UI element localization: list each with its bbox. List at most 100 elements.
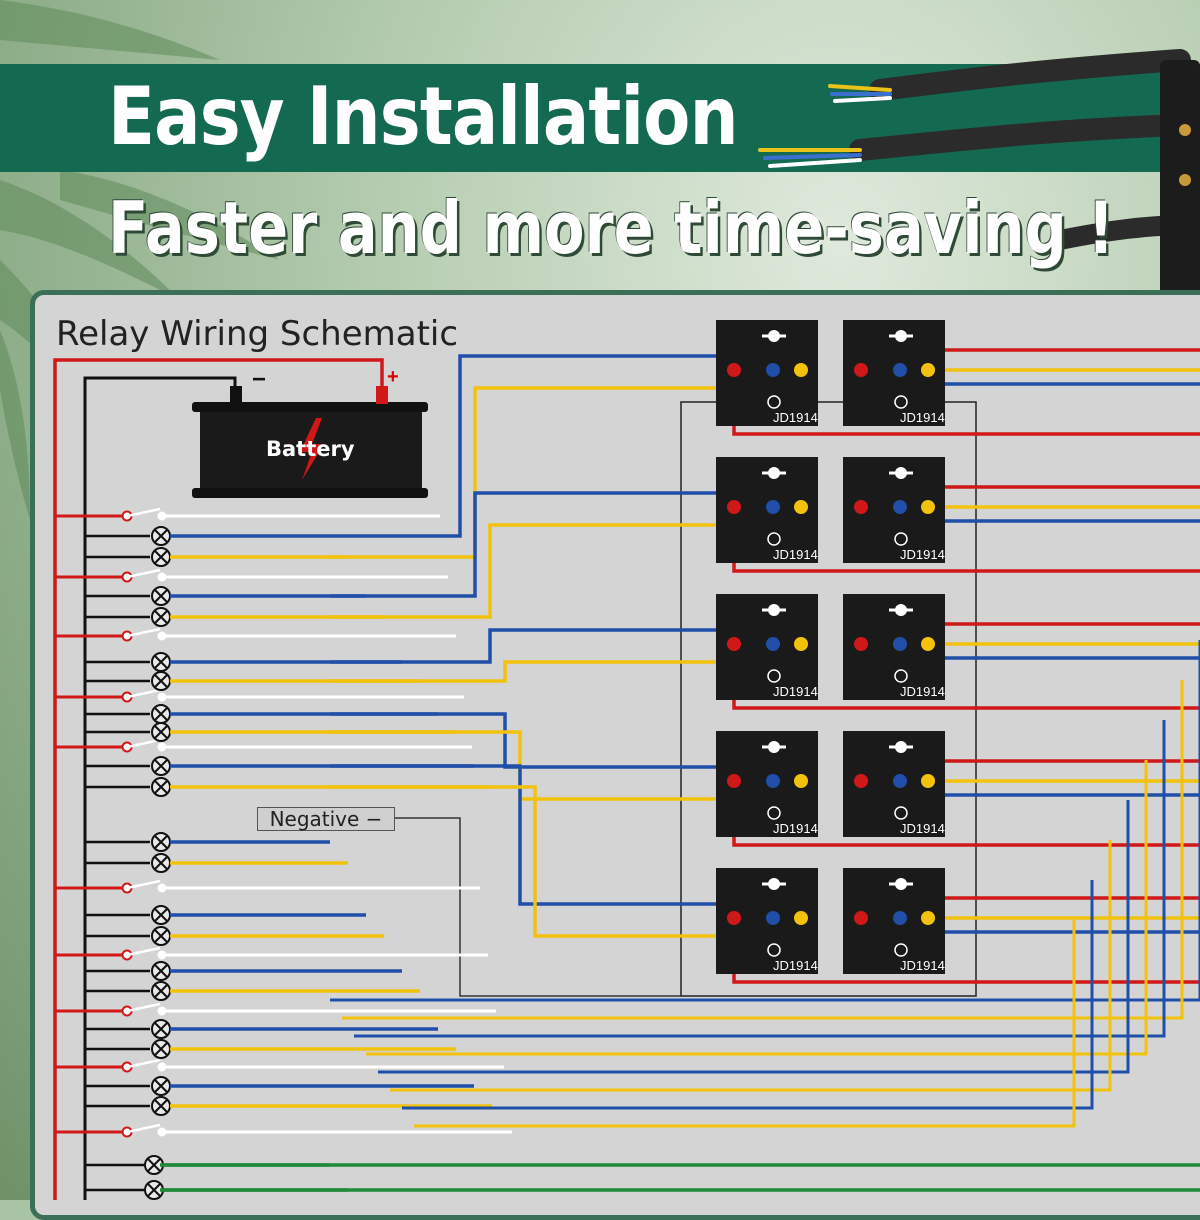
- return-wire: [378, 800, 1130, 1074]
- relay-pin-85: [893, 363, 907, 377]
- relay-pin-87a: [767, 395, 781, 409]
- schematic-title: Relay Wiring Schematic: [56, 314, 459, 354]
- relay-pin-30: [854, 911, 868, 925]
- switch-lever: [126, 879, 161, 890]
- relay-pin-86: [895, 741, 907, 753]
- lamp-symbol: [151, 671, 171, 691]
- relay-signal-wire: [330, 491, 775, 598]
- switch-lever: [126, 688, 161, 699]
- lamp-symbol: [151, 586, 171, 606]
- return-wire: [390, 840, 1112, 1092]
- switch-lever: [126, 1002, 161, 1013]
- switch-lever: [126, 946, 161, 957]
- lamp-symbol: [151, 704, 171, 724]
- lamp-symbol: [151, 853, 171, 873]
- negative-bus-wire: [375, 817, 681, 997]
- relay-pin-30: [727, 500, 741, 514]
- relay-pin-86: [768, 741, 780, 753]
- relay-pin-85: [893, 911, 907, 925]
- negative-label: Negative −: [257, 807, 395, 831]
- wire-harness-image: [758, 49, 1200, 310]
- relay-pin-86: [895, 467, 907, 479]
- page-title: Easy Installation: [108, 70, 739, 163]
- battery-positive-terminal: [376, 386, 388, 404]
- relay-pin-85: [766, 911, 780, 925]
- relay-model-label: JD1914: [773, 684, 818, 699]
- lamp-symbol: [151, 926, 171, 946]
- relay-pin-87a: [767, 669, 781, 683]
- relay-pin-87a: [894, 943, 908, 957]
- switch-contact: [157, 1127, 167, 1137]
- relay-pin-86: [895, 330, 907, 342]
- positive-rail-wire: [53, 358, 384, 1200]
- return-wire: [402, 880, 1094, 1110]
- lamp-symbol: [151, 1039, 171, 1059]
- relay-pin-85: [766, 774, 780, 788]
- relay-signal-wire: [330, 764, 775, 918]
- relay-pin-87a: [767, 943, 781, 957]
- switch-lever: [126, 568, 161, 579]
- relay-pin-30: [854, 774, 868, 788]
- switch-contact: [157, 511, 167, 521]
- battery-negative-symbol: −: [252, 366, 267, 393]
- lamp-symbol: [151, 981, 171, 1001]
- return-wire: [354, 720, 1166, 1038]
- relay-pin-87a: [894, 395, 908, 409]
- switch-lever: [126, 1123, 161, 1134]
- relay-pin-85: [766, 363, 780, 377]
- lamp-symbol: [151, 777, 171, 797]
- return-wire: [330, 640, 1200, 1002]
- relay-pin-87a: [767, 532, 781, 546]
- switch-contact: [157, 1062, 167, 1072]
- relay-pin-30: [727, 774, 741, 788]
- relay-pin-86: [768, 604, 780, 616]
- relay-pin-87: [921, 500, 935, 514]
- relay-pin-87: [794, 363, 808, 377]
- relay-pin-86: [768, 467, 780, 479]
- relay-pin-87: [794, 911, 808, 925]
- return-wire: [342, 680, 1184, 1020]
- negative-rail-wire: [83, 376, 237, 1200]
- switch-contact: [157, 572, 167, 582]
- lamp-symbol: [144, 1155, 164, 1175]
- switch-lever: [126, 627, 161, 638]
- switch-lever: [126, 738, 161, 749]
- return-wire: [414, 920, 1076, 1128]
- lamp-symbol: [151, 607, 171, 627]
- relay-pin-87: [921, 911, 935, 925]
- switch-contact: [157, 950, 167, 960]
- relay-pin-87a: [894, 806, 908, 820]
- lamp-symbol: [151, 1019, 171, 1039]
- relay-pin-87a: [894, 669, 908, 683]
- switch-contact: [157, 631, 167, 641]
- relay-pin-30: [854, 500, 868, 514]
- switch-contact: [157, 1006, 167, 1016]
- lamp-symbol: [151, 526, 171, 546]
- lamp-symbol: [151, 905, 171, 925]
- battery-top: [192, 402, 428, 412]
- relay-pin-86: [895, 878, 907, 890]
- relay-model-label: JD1914: [773, 547, 818, 562]
- relay-bus-outline: [680, 401, 977, 997]
- lightning-icon: [300, 418, 324, 480]
- relay-model-label: JD1914: [773, 410, 818, 425]
- battery-positive-symbol: +: [387, 366, 399, 388]
- lamp-symbol: [151, 547, 171, 567]
- lamp-symbol: [151, 756, 171, 776]
- relay-pin-85: [893, 500, 907, 514]
- switch-lever: [126, 507, 161, 518]
- relay-model-label: JD1914: [773, 958, 818, 973]
- lamp-symbol: [151, 652, 171, 672]
- relay-model-label: JD1914: [773, 821, 818, 836]
- battery-base: [192, 488, 428, 498]
- switch-lever: [126, 1058, 161, 1069]
- lamp-symbol: [144, 1180, 164, 1200]
- relay-pin-87: [921, 637, 935, 651]
- relay-model-label: JD1914: [900, 547, 945, 562]
- switch-contact: [157, 883, 167, 893]
- relay-pin-85: [766, 637, 780, 651]
- relay-model-label: JD1914: [900, 410, 945, 425]
- lamp-symbol: [151, 722, 171, 742]
- relay-pin-87a: [894, 532, 908, 546]
- relay-pin-85: [893, 774, 907, 788]
